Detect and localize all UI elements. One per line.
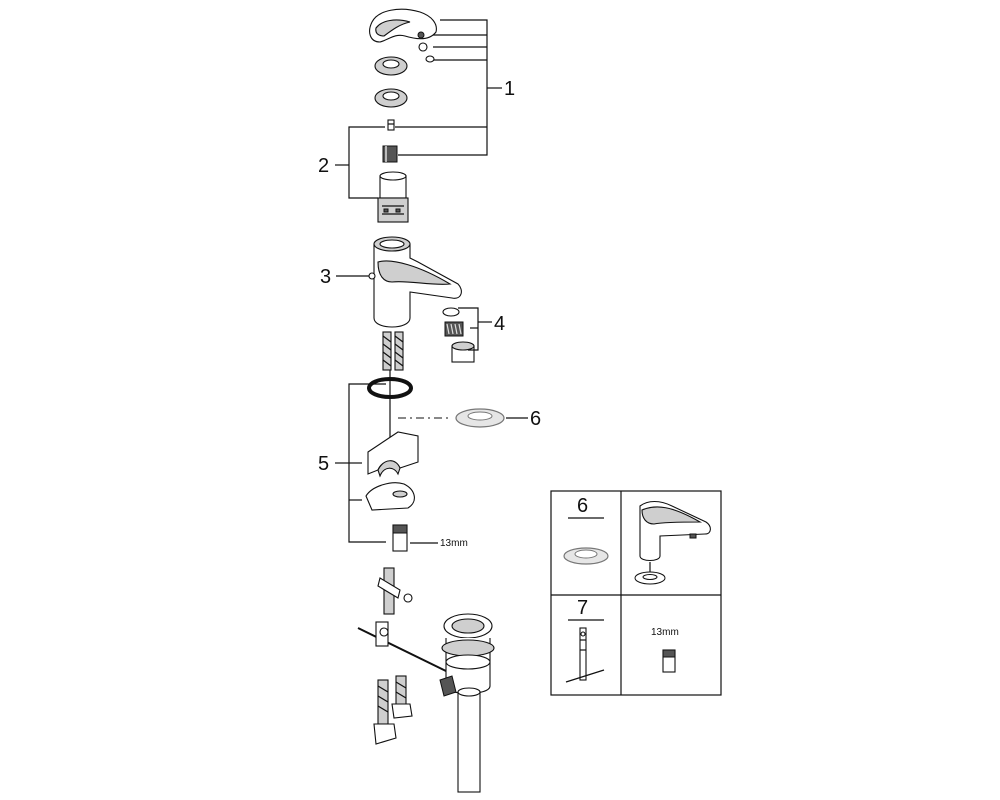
mounting-kit: 5 13mm (318, 370, 468, 552)
retaining-screw (387, 119, 395, 131)
cap-screw (417, 31, 435, 63)
cover-ring-lower (374, 88, 408, 108)
inset-gasket-6 (563, 547, 609, 565)
callout-2-bracket: 2 (318, 126, 385, 199)
inset-label-6: 6 (577, 495, 588, 517)
inset-faucet (634, 500, 711, 585)
aerator-set: 4 (442, 307, 505, 363)
callout-6: 6 (530, 408, 541, 430)
callout-2: 2 (318, 155, 329, 177)
callout-4: 4 (494, 313, 505, 335)
callout-1: 1 (504, 78, 515, 100)
flex-hoses (382, 331, 404, 371)
inset-label-7: 7 (577, 597, 588, 619)
cover-ring-upper (374, 56, 408, 76)
optional-gasket: 6 (398, 408, 541, 430)
inset-wrench-size: 13mm (651, 627, 679, 638)
callout-1-bracket: 1 (395, 19, 515, 156)
callout-3: 3 (320, 266, 331, 288)
cartridge (377, 171, 409, 223)
wrench-size-label: 13mm (440, 538, 468, 549)
inset-panel: 6 7 13mm (550, 490, 722, 696)
popup-drain (439, 613, 495, 793)
callout-5: 5 (318, 453, 329, 475)
spindle-adapter (382, 145, 398, 163)
inset-tool-7 (565, 627, 605, 683)
popup-linkage (357, 567, 449, 673)
faucet-body: 3 (320, 236, 462, 328)
supply-connectors (373, 675, 413, 745)
inset-wrench-fitting (662, 649, 676, 673)
lever-handle (369, 8, 437, 43)
